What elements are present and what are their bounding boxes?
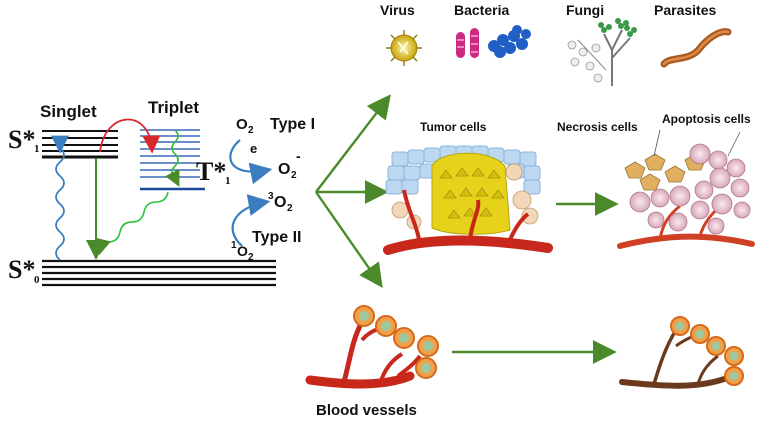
pathogens-panel: Virus Bacteria Fungi Parasites <box>380 2 732 86</box>
electron-label: e <box>250 141 257 156</box>
absorption-arrow <box>51 135 69 261</box>
damaged-vessel-illustration <box>619 316 744 389</box>
type2-arrow <box>231 194 271 247</box>
parasites-label: Parasites <box>654 2 716 18</box>
blood-vessels-panel: Blood vessels <box>305 305 744 419</box>
o2-reactant: O <box>236 116 248 133</box>
triplet-label: Triplet <box>148 98 199 117</box>
reaction-pathways: O 2 Type I e O 2 - 3 O 2 Type II 1 O 2 <box>229 116 315 263</box>
apoptosis-cells-label: Apoptosis cells <box>662 112 751 126</box>
singlet-label: Singlet <box>40 102 97 121</box>
virus-label: Virus <box>380 2 415 18</box>
triplet-relaxation-arrow <box>165 129 180 187</box>
healthy-vessel-illustration <box>305 305 439 389</box>
tumor-panel: Tumor cells Necrosis cells Apoptosis cel… <box>383 112 755 255</box>
o2-singlet-label: O <box>237 243 248 259</box>
o2-triplet-sup: 3 <box>268 191 274 202</box>
branch-arrows <box>315 94 619 364</box>
arrow-to-pathogens <box>315 94 391 193</box>
t1-subscript: 1 <box>225 175 231 187</box>
bacteria-icon <box>456 25 531 58</box>
o2-reactant-sub: 2 <box>248 125 254 136</box>
necrosis-cells-label: Necrosis cells <box>557 120 638 134</box>
tumor-cells-label: Tumor cells <box>420 120 487 134</box>
vessel-nodules <box>353 305 439 379</box>
s0-label: S* <box>8 255 35 284</box>
type2-label: Type II <box>252 229 302 246</box>
intersystem-crossing-arrow <box>99 118 161 154</box>
o2-triplet-sub: 2 <box>287 203 293 214</box>
s0-subscript: 0 <box>34 274 40 286</box>
type1-arrow <box>229 139 273 185</box>
t1-label: T* <box>196 157 226 186</box>
arrow-to-vessels <box>315 191 383 288</box>
s0-levels <box>42 259 276 287</box>
fungi-icon <box>567 18 637 86</box>
s1-subscript: 1 <box>34 143 40 155</box>
type1-label: Type I <box>270 116 315 133</box>
damaged-vessel-nodules <box>670 316 744 386</box>
blood-vessels-label: Blood vessels <box>316 402 417 419</box>
s1-label: S* <box>8 125 35 154</box>
superoxide-sub: 2 <box>291 170 297 181</box>
superoxide-charge: - <box>296 148 301 164</box>
superoxide-label: O <box>278 161 290 178</box>
phosphorescence-arrow <box>95 191 169 256</box>
tumor-tissue-illustration <box>383 145 553 255</box>
fungi-label: Fungi <box>566 2 604 18</box>
s1-levels <box>42 130 118 159</box>
o2-singlet-sub: 2 <box>248 252 254 263</box>
dead-cells-illustration <box>617 129 755 249</box>
o2-singlet-sup: 1 <box>231 240 237 251</box>
o2-triplet-label: O <box>274 194 286 211</box>
bacteria-label: Bacteria <box>454 2 509 18</box>
virus-icon <box>386 30 422 66</box>
jablonski-diagram: Singlet Triplet S* 1 T* 1 <box>8 98 276 287</box>
